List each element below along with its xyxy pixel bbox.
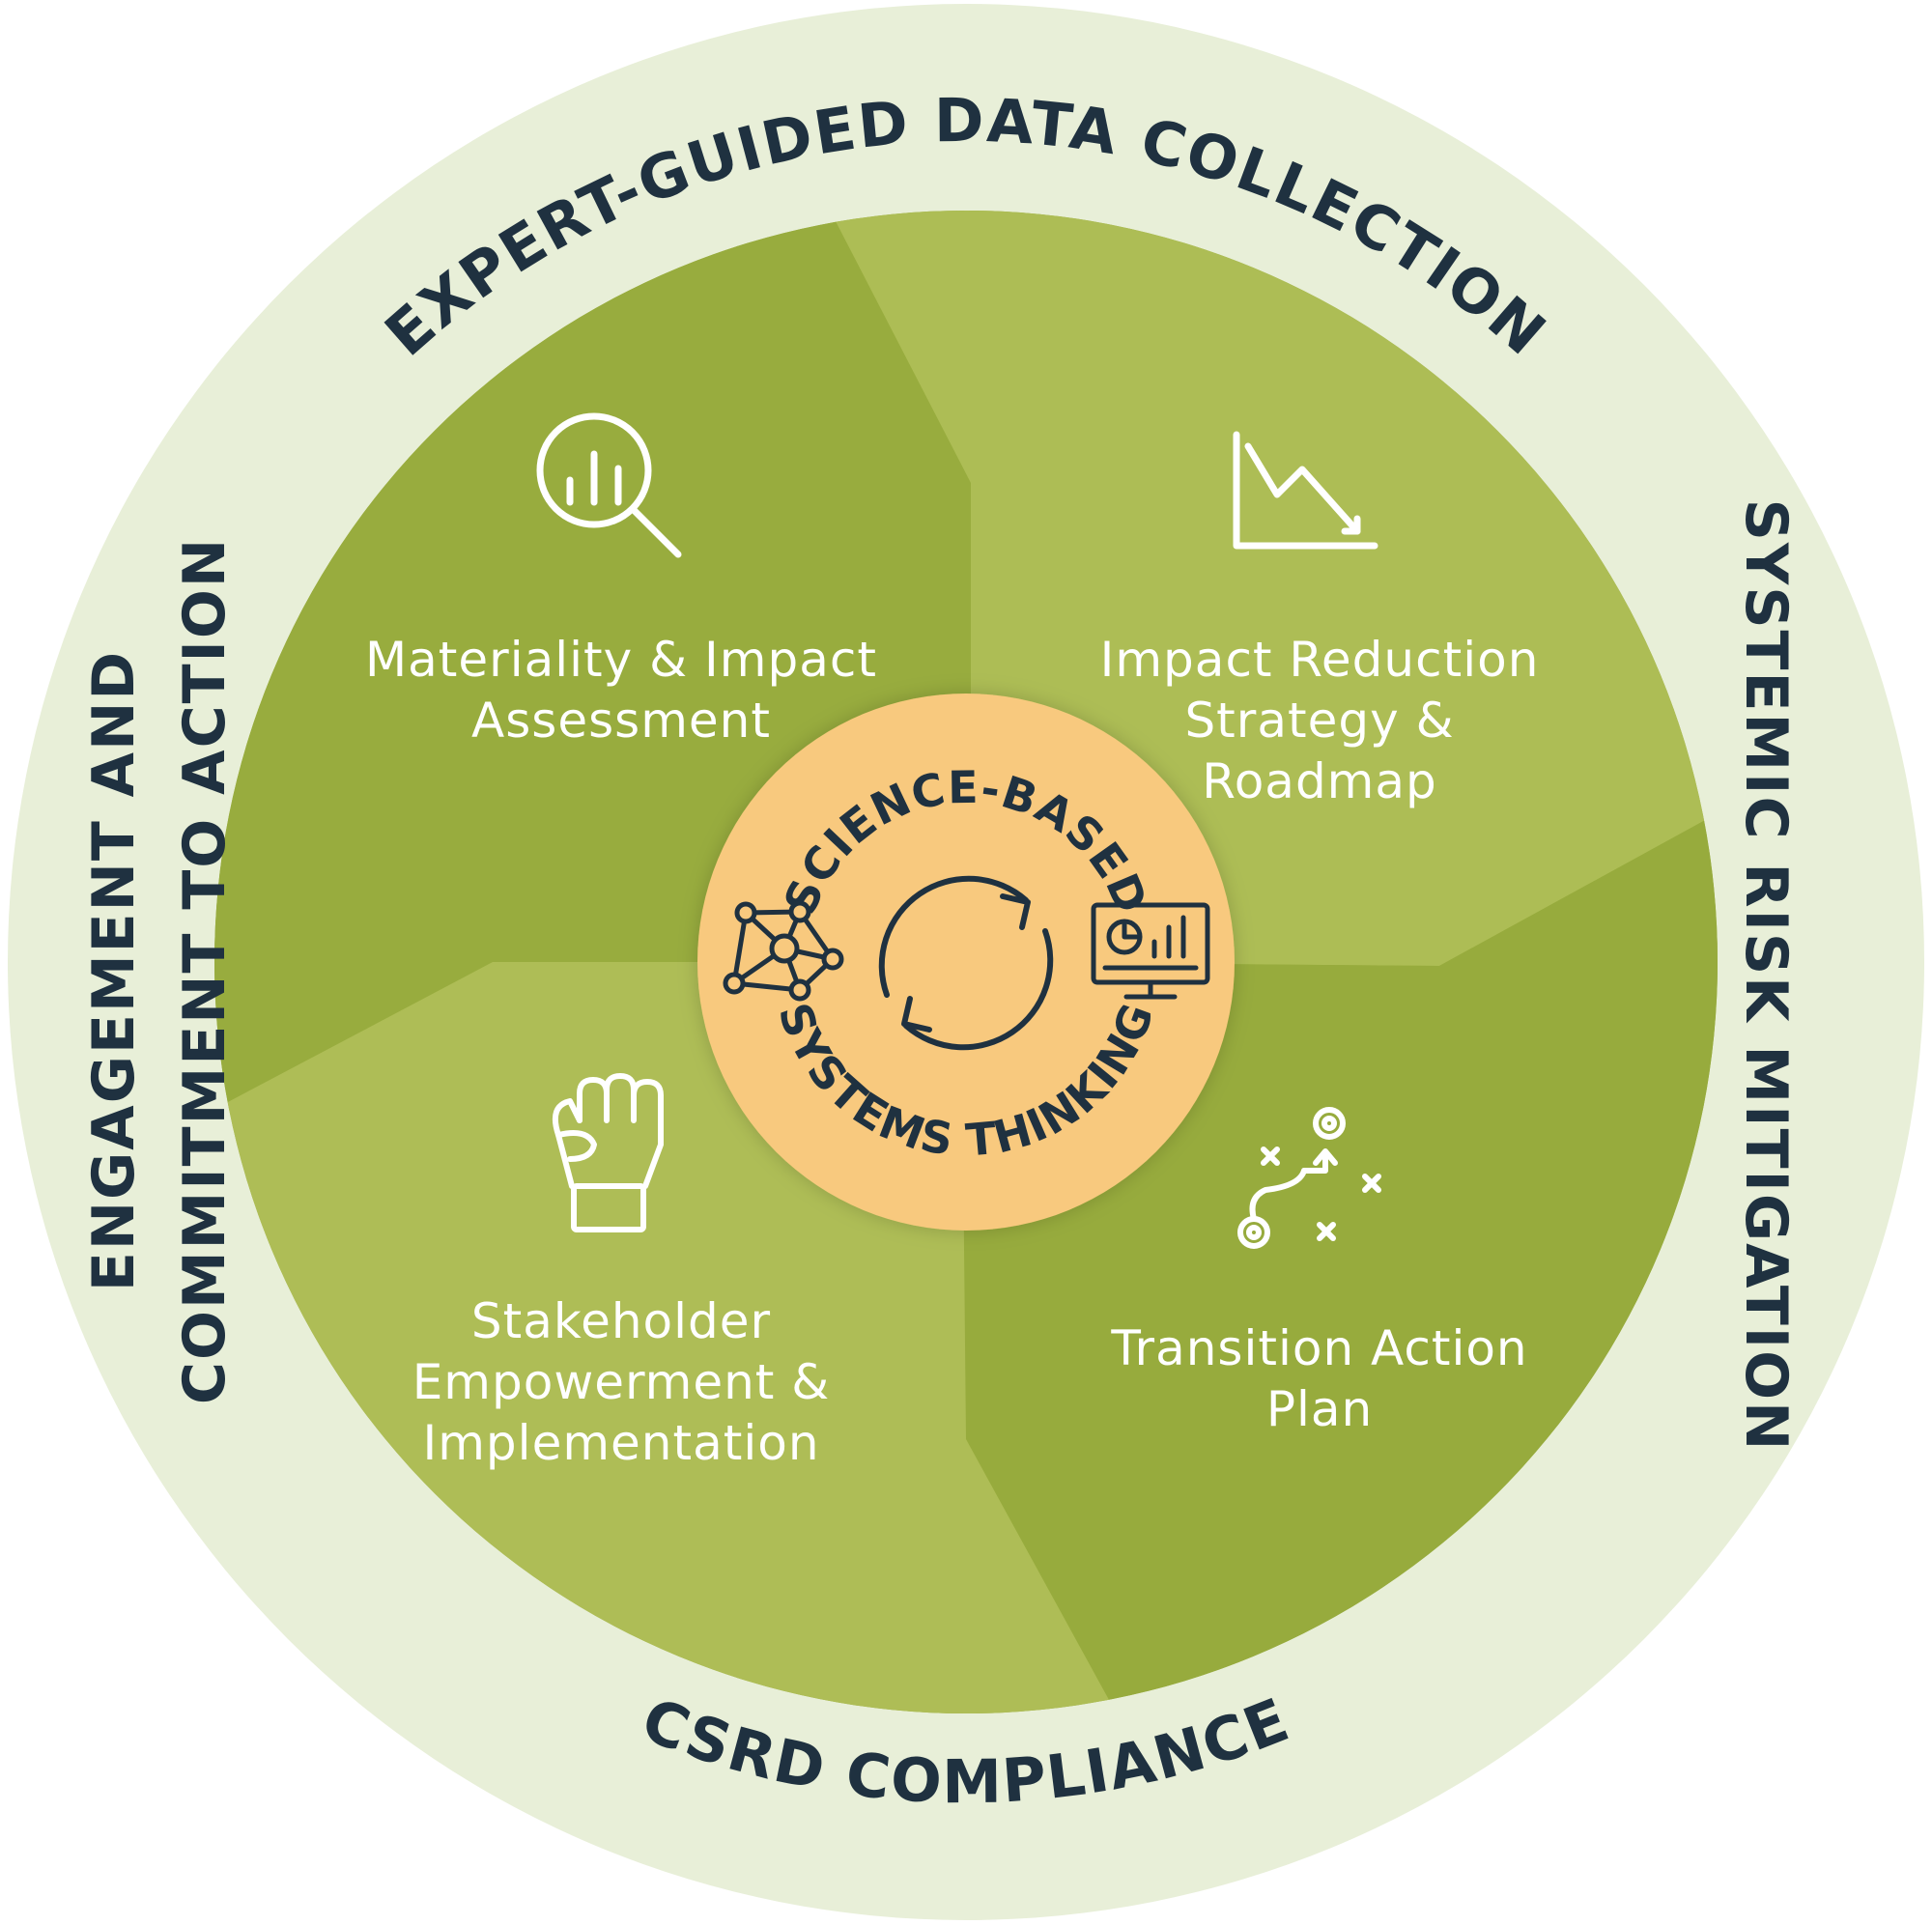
segment-top-left-line1: Materiality & Impact <box>365 632 877 688</box>
ring-label-left-line1: ENGAGEMENT AND <box>80 650 148 1291</box>
strategy-play-icon <box>1237 1107 1381 1249</box>
declining-chart-icon <box>1233 431 1378 550</box>
segment-bottom-right-line1: Transition Action <box>1110 1320 1527 1376</box>
segment-top-right-line3: Roadmap <box>1202 753 1437 809</box>
network-icon <box>723 900 844 1002</box>
raised-fist-icon <box>553 1073 664 1232</box>
cycle-arrows-icon <box>878 875 1054 1051</box>
segment-bottom-right-line2: Plan <box>1266 1381 1373 1437</box>
segment-bottom-left-line1: Stakeholder <box>471 1293 771 1349</box>
magnifier-chart-icon <box>536 412 682 558</box>
dashboard-monitor-icon <box>1091 902 1210 1000</box>
ring-label-left-line2: COMMITMENT TO ACTION <box>171 537 239 1404</box>
segment-top-left-line2: Assessment <box>471 693 771 749</box>
segment-bottom-left-line2: Empowerment & <box>412 1354 831 1410</box>
segment-bottom-left-line3: Implementation <box>422 1415 819 1471</box>
segment-top-right-line1: Impact Reduction <box>1100 632 1540 688</box>
segment-top-right-line2: Strategy & <box>1184 693 1454 749</box>
ring-label-right: SYSTEMIC RISK MITIGATION <box>1732 499 1800 1453</box>
center-hub <box>697 694 1235 1231</box>
